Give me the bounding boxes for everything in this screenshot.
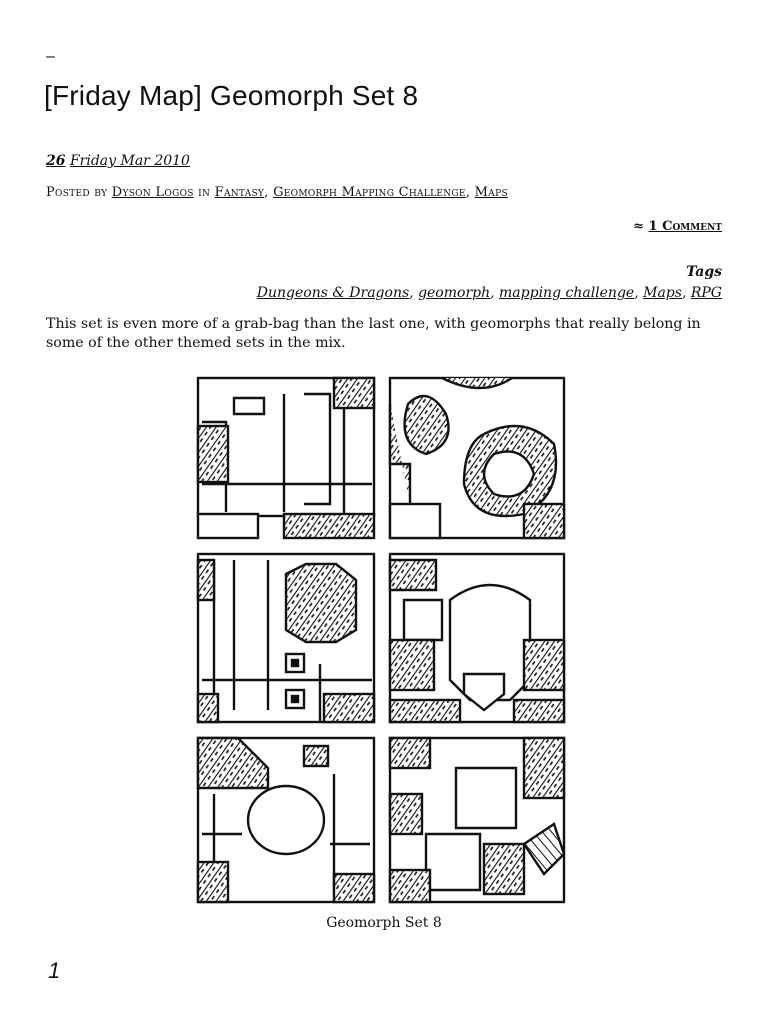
figure-caption: Geomorph Set 8 (326, 915, 442, 931)
page-number: 1 (48, 958, 61, 983)
comment-icon: ≈ (633, 219, 644, 234)
category-link-fantasy[interactable]: Fantasy (214, 185, 265, 200)
post-date: 26 Friday Mar 2010 (46, 153, 190, 169)
post-paragraph: This set is even more of a grab-bag than… (46, 316, 701, 351)
separator-dash: – (46, 48, 55, 65)
tags-heading: Tags (686, 264, 722, 280)
posted-by-label: Posted by (46, 185, 108, 200)
category-link-geomorph[interactable]: Geomorph Mapping Challenge (273, 185, 466, 200)
tag-list: Dungeons & Dragons, geomorph, mapping ch… (256, 285, 722, 301)
author-link[interactable]: Dyson Logos (111, 185, 194, 200)
comments: ≈ 1 Comment (633, 219, 722, 234)
tag-link-rpg[interactable]: RPG (690, 285, 722, 301)
tag-link-geomorph[interactable]: geomorph (418, 285, 491, 301)
comments-link[interactable]: 1 Comment (648, 219, 722, 234)
tag-link-maps[interactable]: Maps (643, 285, 682, 301)
geomorph-map-drawing (196, 376, 566, 904)
post-byline: Posted by Dyson Logos in Fantasy, Geomor… (46, 185, 508, 200)
date-day[interactable]: 26 (46, 153, 66, 169)
tag-link-mapping-challenge[interactable]: mapping challenge (499, 285, 635, 301)
tag-link-dnd[interactable]: Dungeons & Dragons (256, 285, 410, 301)
post-title: [Friday Map] Geomorph Set 8 (44, 80, 419, 111)
in-label: in (198, 185, 211, 200)
category-link-maps[interactable]: Maps (474, 185, 508, 200)
date-link[interactable]: Friday Mar 2010 (69, 153, 190, 169)
geomorph-map-image[interactable] (194, 374, 568, 906)
